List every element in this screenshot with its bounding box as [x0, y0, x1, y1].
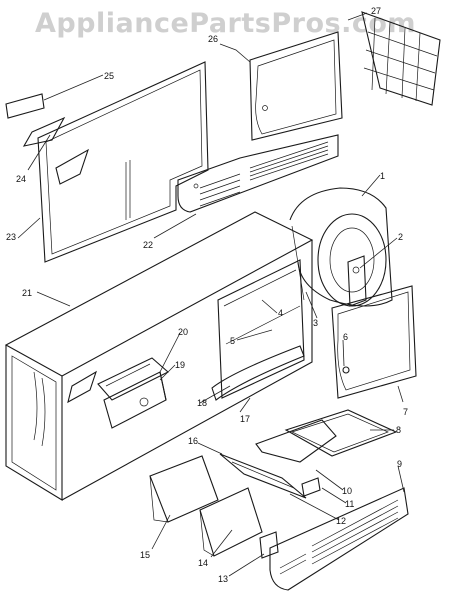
part-24-filter-piece: [22, 116, 66, 147]
part-9-bottom-louver: [269, 487, 409, 591]
part-21-cabinet: [4, 211, 314, 501]
callout-7: 7: [403, 407, 408, 417]
callout-26: 26: [208, 34, 218, 44]
callout-24: 24: [16, 174, 26, 184]
part-14-panel: [199, 487, 263, 557]
part-4-partition: [217, 259, 305, 399]
part-25-filter-strip: [5, 93, 45, 119]
leader-lines: [17, 12, 405, 577]
part-2-motor: [347, 255, 367, 307]
callout-2: 2: [398, 232, 403, 242]
callout-19: 19: [175, 360, 185, 370]
callout-1: 1: [380, 171, 385, 181]
callout-22: 22: [143, 240, 153, 250]
part-19-control-box: [103, 371, 167, 429]
callout-9: 9: [397, 459, 402, 469]
callout-17: 17: [240, 414, 250, 424]
part-8-base-tray: [284, 409, 398, 457]
callout-4: 4: [278, 308, 283, 318]
part-11-clip: [301, 477, 321, 497]
callout-12: 12: [336, 516, 346, 526]
callout-21: 21: [22, 288, 32, 298]
part-13-hinge: [259, 531, 279, 559]
callout-27: 27: [371, 6, 381, 16]
callout-5: 5: [230, 336, 235, 346]
part-23-side-panel: [37, 61, 209, 263]
part-27-filter-grille: [361, 11, 441, 106]
part-18-drain-pan: [211, 345, 305, 401]
callout-6: 6: [343, 332, 348, 342]
part-7-access-door: [331, 285, 417, 399]
part-26-access-panel: [249, 31, 343, 141]
callout-14: 14: [198, 558, 208, 568]
callout-20: 20: [178, 327, 188, 337]
part-16-rail: [219, 453, 307, 499]
callout-10: 10: [342, 486, 352, 496]
part-10-bracket: [255, 419, 337, 463]
callout-11: 11: [345, 499, 354, 509]
callout-15: 15: [140, 550, 150, 560]
part-22-louver-panel: [177, 134, 339, 213]
callout-18: 18: [197, 398, 207, 408]
callout-13: 13: [218, 574, 228, 584]
callout-3: 3: [313, 318, 318, 328]
part-20-control-box-cover: [97, 357, 169, 401]
part-6-door-knob: [342, 366, 350, 374]
callout-25: 25: [104, 71, 114, 81]
callout-16: 16: [188, 436, 198, 446]
callout-8: 8: [396, 425, 401, 435]
part-15-side-plate: [149, 455, 219, 523]
part-1-blower-housing: [289, 187, 393, 307]
callout-23: 23: [6, 232, 16, 242]
